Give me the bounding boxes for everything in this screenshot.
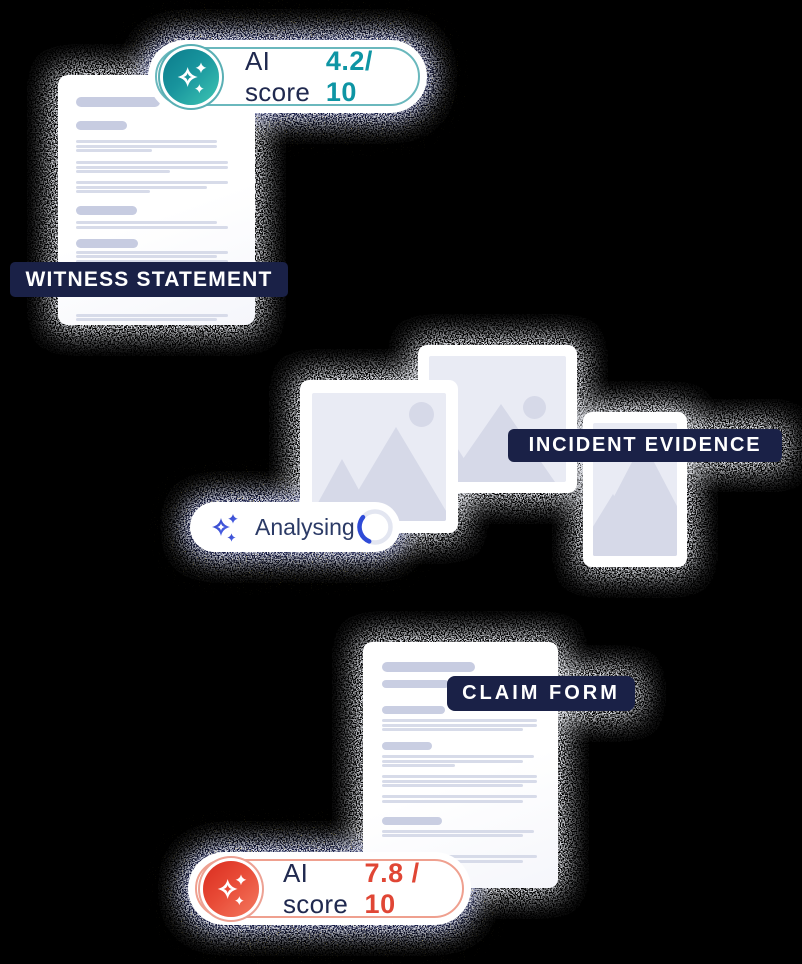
document-text-line [382, 775, 537, 778]
document-text-line [382, 719, 537, 722]
document-text-line [76, 313, 228, 317]
document-text-line [382, 759, 523, 763]
ai-score-badge-witness: AI score 4.2/ 10 [148, 40, 427, 113]
document-text-line [382, 795, 537, 798]
sparkles-icon [206, 509, 242, 545]
document-text-line [76, 165, 228, 169]
document-text-line [382, 784, 523, 787]
document-text-line [76, 318, 217, 321]
document-text-line [76, 97, 160, 107]
status-label: Analysing [255, 513, 355, 540]
sparkles-icon [163, 48, 219, 105]
document-text-line [76, 161, 228, 164]
document-text-line [382, 723, 537, 727]
document-text-line [382, 799, 523, 803]
progress-spinner [355, 507, 395, 547]
sparkles-icon [203, 860, 259, 917]
document-text-line [382, 834, 523, 837]
score-value: 7.8 / 10 [364, 857, 420, 919]
document-text-lines [76, 75, 255, 325]
document-text-line [76, 259, 228, 263]
document-text-line [76, 221, 217, 224]
witness-statement-tag: WITNESS STATEMENT [10, 262, 288, 297]
document-text-line [382, 728, 523, 731]
document-text-line [382, 779, 537, 783]
document-text-lines [382, 642, 558, 888]
score-value: 4.2/ 10 [325, 45, 373, 107]
document-text-line [76, 225, 228, 229]
document-text-line [382, 855, 537, 858]
ai-score-badge-claim: AI score 7.8 / 10 [188, 852, 471, 925]
document-text-line [382, 829, 534, 833]
document-text-line [76, 250, 228, 254]
document-text-line [76, 238, 138, 248]
document-text-line [382, 816, 442, 825]
analysing-status-badge: Analysing [190, 502, 400, 552]
document-text-line [382, 680, 449, 688]
incident-evidence-tag: INCIDENT EVIDENCE [508, 429, 782, 462]
document-text-line [76, 206, 137, 215]
badge-label: AI score [283, 857, 349, 919]
document-text-line [382, 742, 432, 750]
document-text-line [76, 170, 170, 173]
claim-form-tag: CLAIM FORM [447, 676, 635, 711]
document-text-line [382, 706, 445, 714]
document-text-line [76, 181, 228, 184]
document-text-line [382, 662, 475, 672]
document-text-line [382, 764, 455, 767]
document-text-line [76, 140, 217, 143]
document-text-line [76, 144, 217, 148]
document-text-line [382, 755, 534, 758]
document-text-line [76, 149, 152, 152]
document-text-line [76, 185, 207, 189]
document-text-line [76, 190, 150, 193]
badge-label: AI score [245, 45, 311, 107]
sun-shape [409, 402, 434, 427]
document-text-line [76, 121, 127, 130]
document-text-line [76, 255, 217, 258]
